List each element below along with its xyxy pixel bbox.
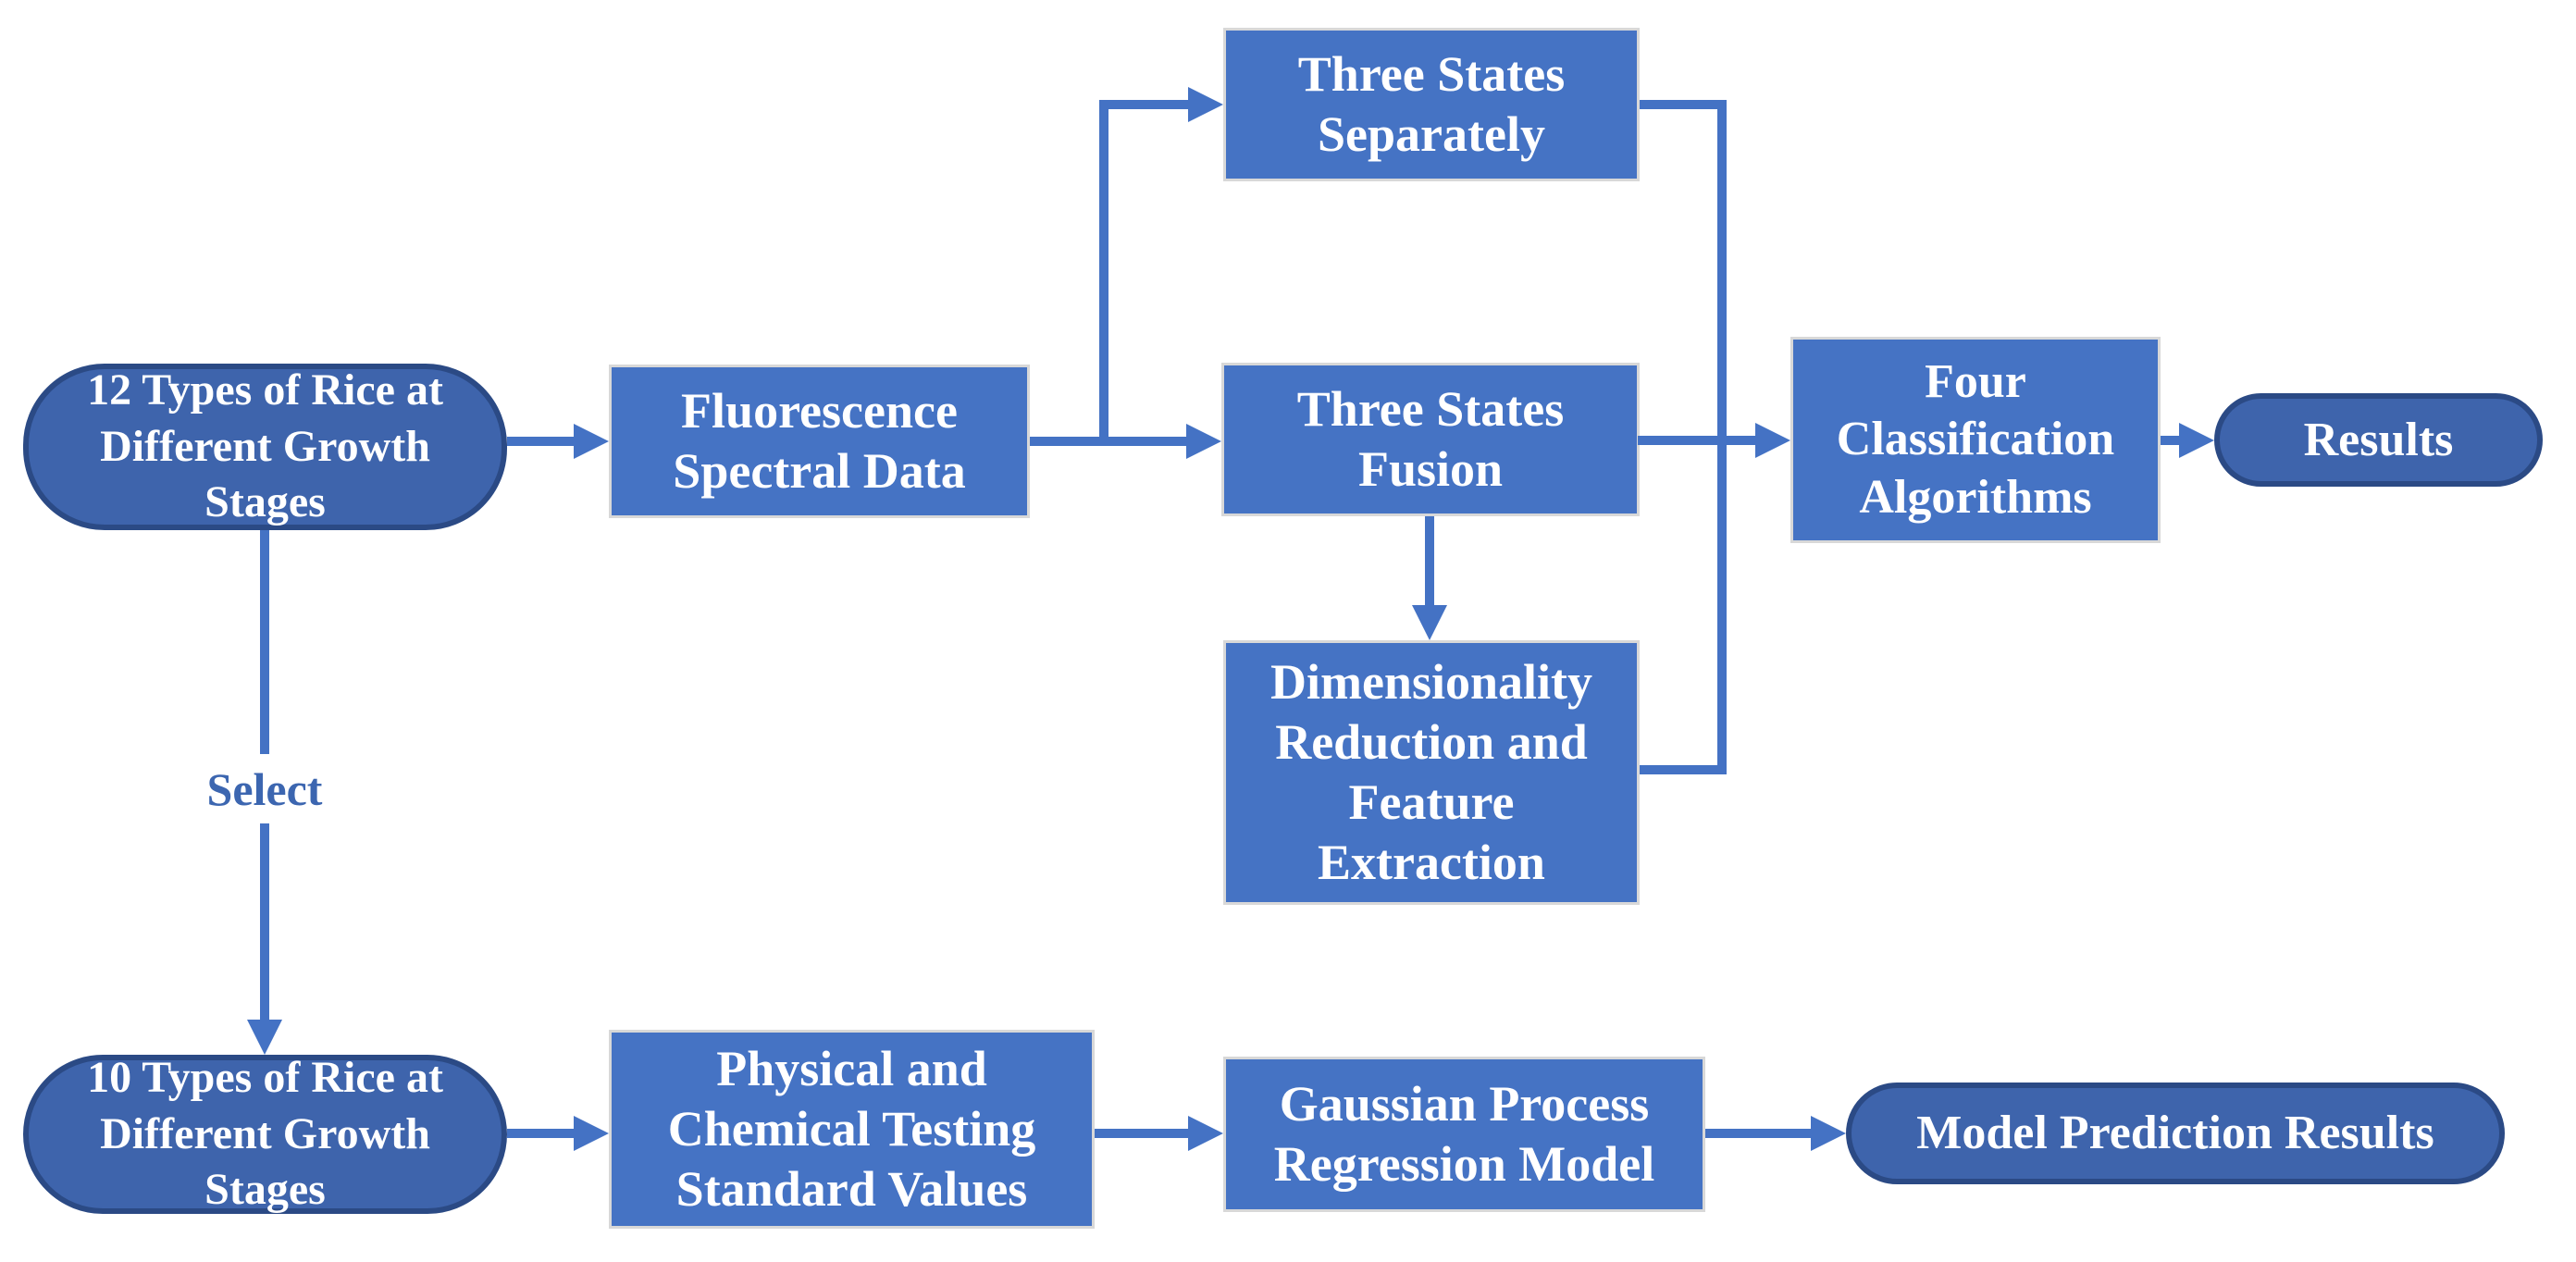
connector-fusion-fourclass [1638, 436, 1755, 445]
node-four-classification-algorithms: Four Classification Algorithms [1790, 337, 2161, 543]
node-model-prediction-label: Model Prediction Results [1916, 1107, 2434, 1160]
node-gaussian-process-regression: Gaussian Process Regression Model [1223, 1057, 1705, 1212]
edge-label-select: Select [195, 762, 334, 816]
node-physical-chemical-testing: Physical and Chemical Testing Standard V… [609, 1030, 1095, 1229]
node-physical-chemical-label: Physical and Chemical Testing Standard V… [667, 1041, 1036, 1217]
node-model-prediction-results: Model Prediction Results [1846, 1083, 2505, 1184]
node-gaussian-label: Gaussian Process Regression Model [1273, 1076, 1655, 1192]
node-fluorescence-label: Fluorescence Spectral Data [673, 383, 966, 499]
connector-dimreduction-right [1640, 765, 1727, 774]
node-dimensionality-reduction: Dimensionality Reduction and Feature Ext… [1223, 640, 1640, 905]
node-results: Results [2214, 393, 2543, 487]
node-10-types-label: 10 Types of Rice at Different Growth Sta… [87, 1053, 443, 1215]
connector-branch-to-separately [1099, 100, 1188, 109]
node-three-states-fusion-label: Three States Fusion [1296, 381, 1565, 497]
connector-branch-vertical [1099, 100, 1108, 446]
arrowhead-into-separately [1188, 87, 1223, 122]
node-results-label: Results [2303, 413, 2454, 466]
arrowhead-into-results [2179, 423, 2214, 458]
node-10-types-of-rice: 10 Types of Rice at Different Growth Sta… [23, 1053, 507, 1214]
node-three-states-separately-label: Three States Separately [1297, 46, 1566, 162]
arrowhead-into-fusion [1186, 424, 1221, 459]
arrowhead-into-fluorescence [574, 424, 609, 459]
connector-separately-right [1640, 100, 1727, 109]
connector-10types-physical [507, 1129, 574, 1138]
connector-physical-gaussian [1095, 1129, 1188, 1138]
connector-fourclass-results [2161, 436, 2179, 445]
connector-select-lower [260, 823, 269, 1020]
arrowhead-into-modelprediction [1811, 1116, 1846, 1151]
arrowhead-into-physical [574, 1116, 609, 1151]
connector-fusion-dimreduction [1425, 516, 1434, 605]
node-fluorescence-spectral-data: Fluorescence Spectral Data [609, 365, 1030, 518]
arrowhead-into-10types [247, 1020, 282, 1055]
connector-select-upper [260, 530, 269, 754]
arrowhead-into-dimreduction [1412, 605, 1447, 640]
node-dimensionality-reduction-label: Dimensionality Reduction and Feature Ext… [1269, 654, 1593, 890]
node-12-types-of-rice: 12 Types of Rice at Different Growth Sta… [23, 364, 507, 530]
arrowhead-into-gaussian [1188, 1116, 1223, 1151]
node-three-states-fusion: Three States Fusion [1221, 363, 1640, 516]
node-three-states-separately: Three States Separately [1223, 28, 1640, 181]
arrowhead-into-fourclass [1755, 423, 1790, 458]
connector-gaussian-modelprediction [1705, 1129, 1811, 1138]
node-four-classification-label: Four Classification Algorithms [1836, 354, 2115, 524]
node-12-types-label: 12 Types of Rice at Different Growth Sta… [87, 365, 443, 527]
connector-12types-fluorescence [507, 437, 574, 446]
